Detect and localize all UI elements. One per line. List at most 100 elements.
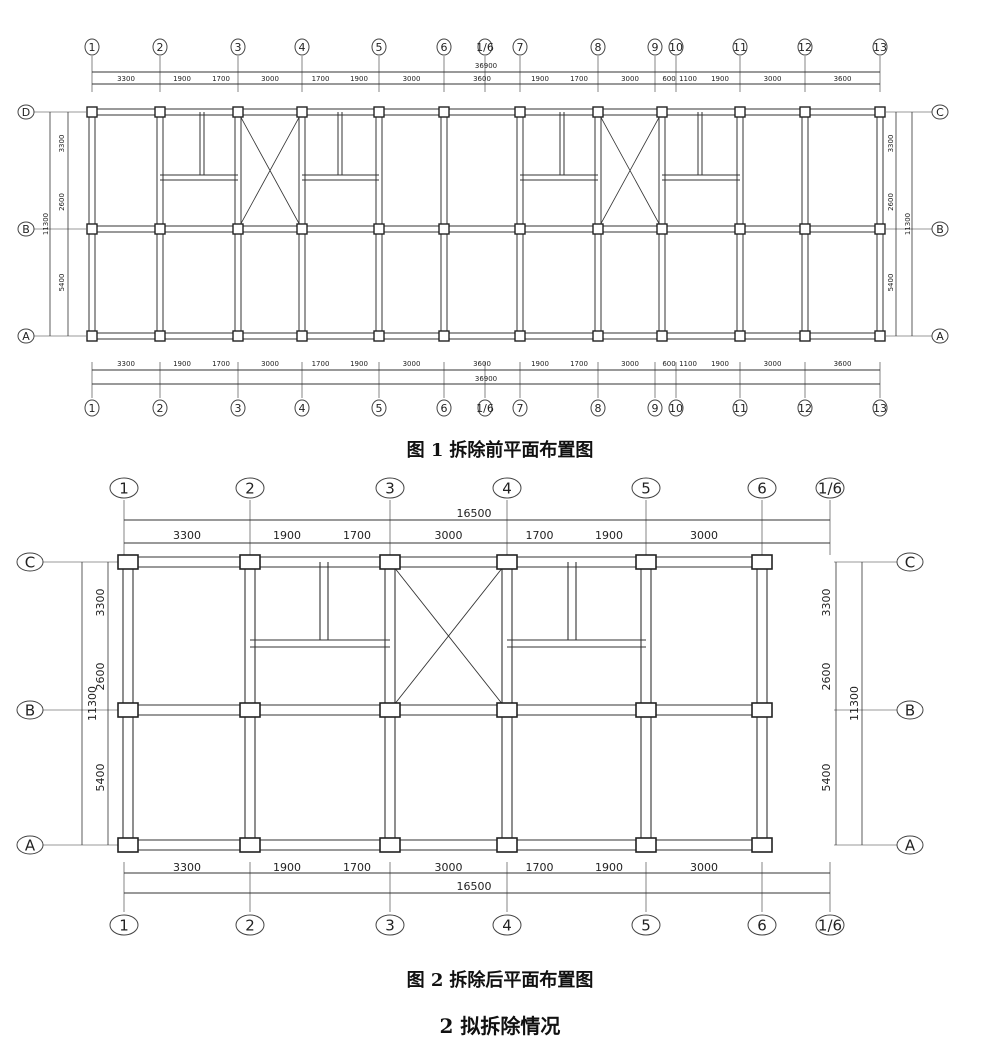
f2-column xyxy=(117,837,139,853)
f2-axis-top-1: 1 xyxy=(119,479,129,497)
f1-span-dim-bottom: 1700 xyxy=(212,360,230,368)
f1-axis-top-1/6: 1/6 xyxy=(476,41,494,54)
f1-row-right-A: A xyxy=(936,330,944,343)
f1-axis-bottom-2: 2 xyxy=(157,402,164,415)
f1-axis-bottom-6-bubble xyxy=(436,399,452,417)
f1-axis-top-3: 3 xyxy=(235,41,242,54)
f1-column xyxy=(656,106,668,118)
f2-span-dim-bottom: 1900 xyxy=(595,861,623,874)
f1-span-dim-bottom: 3600 xyxy=(834,360,852,368)
f1-column xyxy=(734,106,746,118)
f1-span-dim-bottom: 1100 xyxy=(679,360,697,368)
f1-axis-top-8: 8 xyxy=(595,41,602,54)
f1-axis-bottom-11: 11 xyxy=(733,402,747,415)
f1-column xyxy=(799,223,811,235)
f2-total-dim-top: 16500 xyxy=(457,507,492,520)
f1-row-dim-left: 3300 xyxy=(58,135,66,153)
f1-axis-top-6-bubble xyxy=(436,38,452,56)
f1-axis-top-6: 6 xyxy=(441,41,448,54)
f2-row-left-C: C xyxy=(25,553,35,571)
f2-column xyxy=(635,702,657,718)
f2-row-left-A: A xyxy=(25,836,36,854)
f1-axis-top-12: 12 xyxy=(798,41,812,54)
f2-total-row-dim-left: 11300 xyxy=(86,686,99,721)
f2-axis-top-3-bubble xyxy=(375,477,405,499)
f1-span-dim-top: 3000 xyxy=(261,75,279,83)
f1-column xyxy=(874,106,886,118)
f2-row-dim-right: 5400 xyxy=(820,764,833,792)
f2-row-dim-left: 3300 xyxy=(94,589,107,617)
f1-column xyxy=(373,223,385,235)
f1-row-dim-left: 5400 xyxy=(58,274,66,292)
f2-column xyxy=(751,554,773,570)
f1-row-right-C: C xyxy=(936,106,944,119)
f1-axis-bottom-10-bubble xyxy=(668,399,684,417)
f1-column xyxy=(296,330,308,342)
f2-row-right-C: C xyxy=(905,553,915,571)
f1-axis-bottom-3-bubble xyxy=(230,399,246,417)
f2-axis-top-1-bubble xyxy=(109,477,139,499)
f1-column xyxy=(874,223,886,235)
f1-column xyxy=(232,106,244,118)
f1-span-dim-top: 3000 xyxy=(764,75,782,83)
f1-axis-top-8-bubble xyxy=(590,38,606,56)
f1-span-dim-top: 3600 xyxy=(473,75,491,83)
f1-span-dim-top: 1700 xyxy=(212,75,230,83)
figure-2-number: 图 2 xyxy=(406,970,444,991)
f1-span-dim-top: 1900 xyxy=(350,75,368,83)
f2-column xyxy=(635,554,657,570)
f1-row-dim-right: 2600 xyxy=(887,193,895,211)
figure-1-number: 图 1 xyxy=(406,440,444,461)
f2-axis-top-4: 4 xyxy=(502,479,512,497)
f1-span-dim-top: 1900 xyxy=(711,75,729,83)
f1-column xyxy=(799,330,811,342)
f1-axis-bottom-10: 10 xyxy=(669,402,683,415)
f2-span-dim-top: 3300 xyxy=(173,529,201,542)
f2-span-dim-bottom: 1700 xyxy=(526,861,554,874)
f1-column xyxy=(438,330,450,342)
f1-axis-bottom-11-bubble xyxy=(732,399,748,417)
f1-axis-top-9-bubble xyxy=(647,38,663,56)
f1-span-dim-top: 1700 xyxy=(570,75,588,83)
f2-opening-cross xyxy=(389,561,508,711)
f1-axis-bottom-1/6-bubble xyxy=(477,399,493,417)
f2-row-dim-right: 2600 xyxy=(820,663,833,691)
f2-column xyxy=(239,702,261,718)
f1-column xyxy=(734,223,746,235)
f2-axis-bottom-1: 1 xyxy=(119,916,129,934)
f1-axis-top-2: 2 xyxy=(157,41,164,54)
f1-total-dim-top: 36900 xyxy=(475,62,497,70)
f1-span-dim-bottom: 3000 xyxy=(621,360,639,368)
f2-column xyxy=(117,554,139,570)
f1-axis-bottom-12-bubble xyxy=(797,399,813,417)
f2-column xyxy=(239,554,261,570)
f2-axis-top-2-bubble xyxy=(235,477,265,499)
f1-span-dim-bottom: 1700 xyxy=(312,360,330,368)
f1-axis-bottom-9-bubble xyxy=(647,399,663,417)
f1-column xyxy=(86,223,98,235)
f1-axis-top-9: 9 xyxy=(652,41,659,54)
f2-span-dim-bottom: 3000 xyxy=(435,861,463,874)
f2-axis-top-6: 6 xyxy=(757,479,767,497)
f1-column xyxy=(154,106,166,118)
f1-row-right-B: B xyxy=(936,223,944,236)
f1-axis-bottom-8: 8 xyxy=(595,402,602,415)
f1-axis-top-4-bubble xyxy=(294,38,310,56)
f2-axis-top-5-bubble xyxy=(631,477,661,499)
f2-axis-bottom-6-bubble xyxy=(747,914,777,936)
f1-axis-top-1-bubble xyxy=(84,38,100,56)
f1-axis-top-13-bubble xyxy=(872,38,888,56)
f1-axis-bottom-2-bubble xyxy=(152,399,168,417)
f1-column xyxy=(799,106,811,118)
f1-column xyxy=(154,330,166,342)
f1-axis-bottom-3: 3 xyxy=(235,402,242,415)
figure-2-title: 拆除后平面布置图 xyxy=(449,970,594,991)
f1-column xyxy=(373,330,385,342)
f1-span-dim-bottom: 1900 xyxy=(350,360,368,368)
f1-span-dim-top: 3300 xyxy=(117,75,135,83)
f2-column xyxy=(379,837,401,853)
f2-span-dim-bottom: 1700 xyxy=(343,861,371,874)
